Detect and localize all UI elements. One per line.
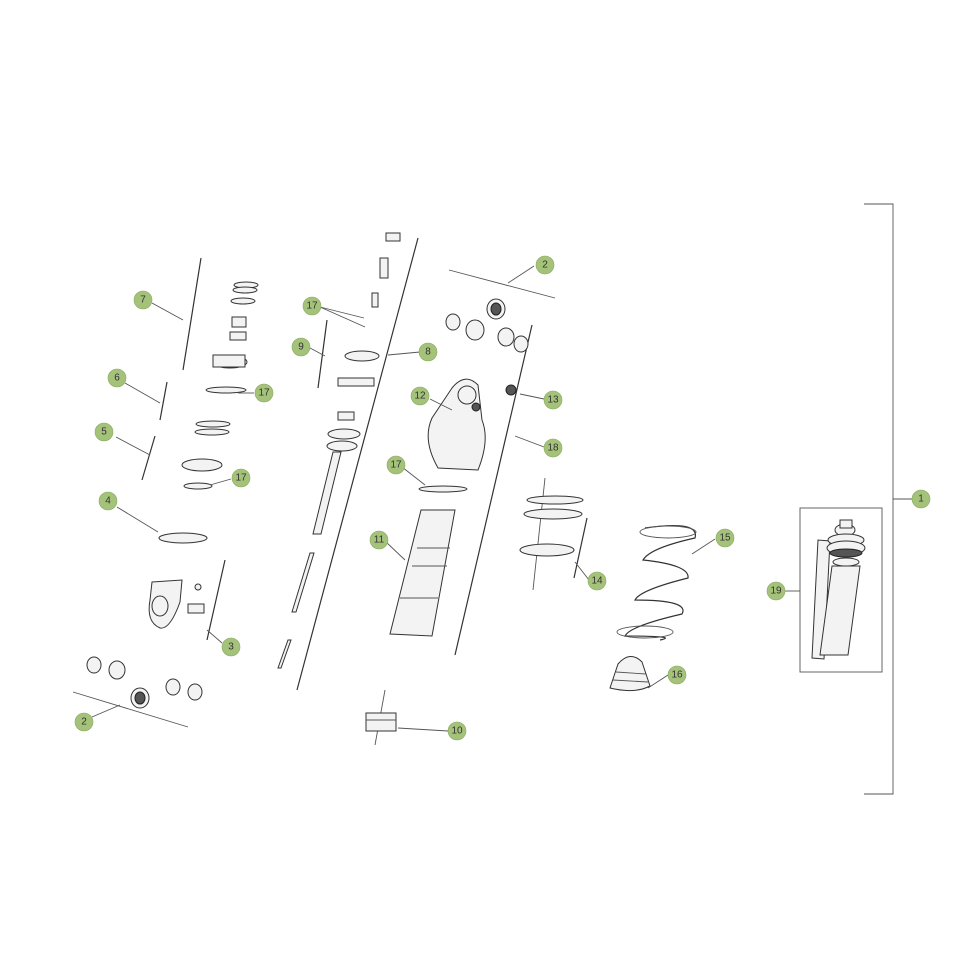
callout-17-center: 17	[386, 455, 406, 475]
callout-17-left-upper: 17	[254, 383, 274, 403]
callout-11: 11	[369, 530, 389, 550]
callout-19-label: 19	[770, 586, 782, 597]
bump-stop-drawing	[609, 656, 651, 692]
group-3-parts	[148, 579, 205, 629]
callout-7-label: 7	[140, 295, 146, 306]
callout-12: 12	[410, 386, 430, 406]
callout-9: 9	[291, 337, 311, 357]
callout-17-left-lower: 17	[231, 468, 251, 488]
callout-14: 14	[587, 571, 607, 591]
group-2-bottom-parts	[72, 656, 203, 728]
callout-2-top: 2	[535, 255, 555, 275]
callout-12-label: 12	[414, 391, 426, 402]
callout-18-label: 18	[547, 443, 559, 454]
callout-17-center-label: 17	[390, 460, 402, 471]
callout-15-label: 15	[719, 533, 731, 544]
group-7-axis	[141, 257, 226, 641]
callout-8: 8	[418, 342, 438, 362]
callout-5: 5	[94, 422, 114, 442]
callout-11-label: 11	[374, 535, 385, 546]
callout-15: 15	[715, 528, 735, 548]
callout-10: 10	[447, 721, 467, 741]
group-14-parts	[519, 477, 588, 591]
group-2-top-parts	[445, 269, 556, 353]
callout-17-left-upper-label: 17	[258, 388, 270, 399]
callout-2-bottom-label: 2	[81, 717, 87, 728]
assembly-bracket	[864, 203, 912, 795]
group-8-axis	[277, 232, 419, 691]
callout-9-label: 9	[298, 342, 304, 353]
callout-5-label: 5	[101, 427, 107, 438]
callout-13: 13	[543, 390, 563, 410]
group-12-parts	[418, 324, 533, 656]
callout-16-label: 16	[671, 670, 683, 681]
callout-6-label: 6	[114, 373, 120, 384]
spring-drawing	[616, 524, 697, 641]
callout-3-label: 3	[228, 642, 234, 653]
callout-18: 18	[543, 438, 563, 458]
callout-4-label: 4	[105, 496, 111, 507]
callout-1: 1	[911, 489, 931, 509]
callout-17-top-label: 17	[306, 301, 318, 312]
callout-19: 19	[766, 581, 786, 601]
leader-lines	[91, 265, 716, 732]
callout-1-label: 1	[918, 494, 924, 505]
group-7-parts	[158, 281, 259, 544]
callout-2-top-label: 2	[542, 260, 548, 271]
group-11-parts	[389, 509, 456, 637]
callout-10-label: 10	[451, 726, 463, 737]
callout-13-label: 13	[547, 395, 559, 406]
callout-14-label: 14	[591, 576, 603, 587]
callout-16: 16	[667, 665, 687, 685]
callout-2-bottom: 2	[74, 712, 94, 732]
callout-7: 7	[133, 290, 153, 310]
assembled-shock-drawing	[811, 519, 866, 660]
assembly-19-box	[785, 507, 883, 673]
callout-6: 6	[107, 368, 127, 388]
callout-8-label: 8	[425, 347, 431, 358]
callout-17-top: 17	[302, 296, 322, 316]
callout-4: 4	[98, 491, 118, 511]
cap-drawing	[365, 689, 397, 746]
callout-3: 3	[221, 637, 241, 657]
callout-17-left-lower-label: 17	[235, 473, 247, 484]
